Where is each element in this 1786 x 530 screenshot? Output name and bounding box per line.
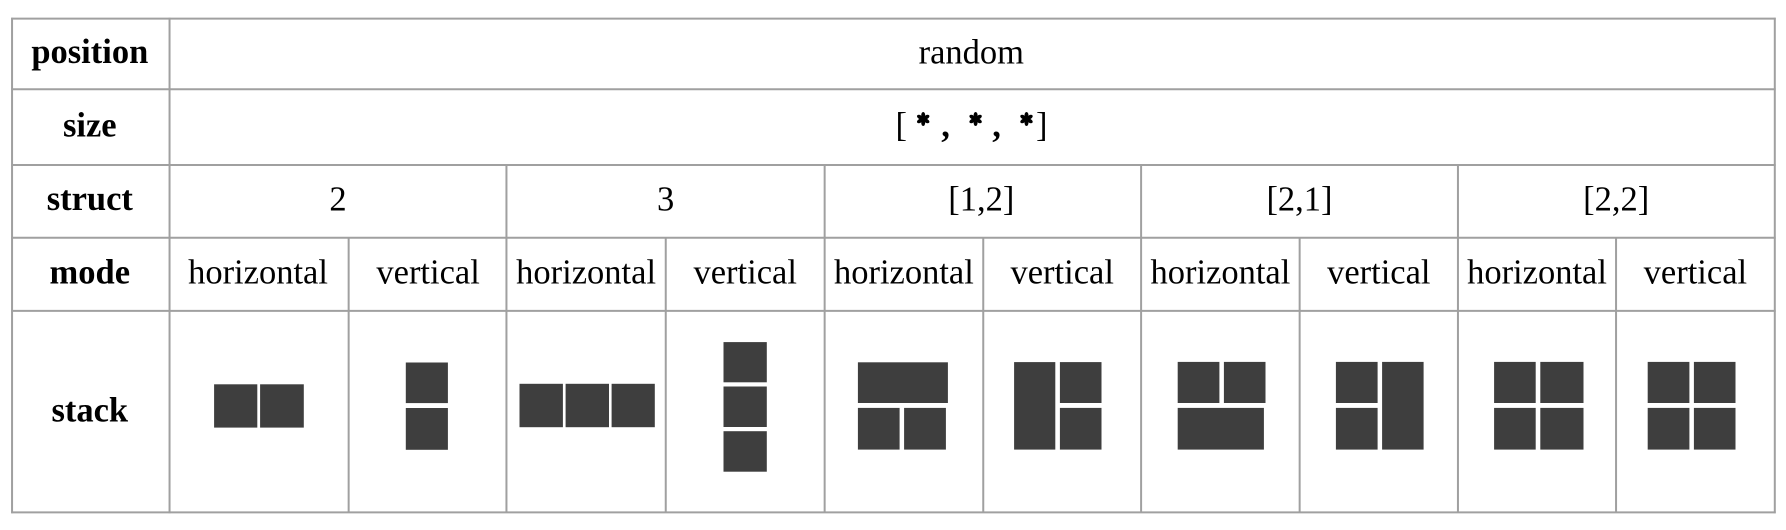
svg-text:[1,2]: [1,2] xyxy=(948,180,1014,218)
svg-text:size: size xyxy=(63,107,117,145)
svg-text:vertical: vertical xyxy=(693,253,796,291)
svg-text:stack: stack xyxy=(51,392,128,430)
svg-text:struct: struct xyxy=(47,180,134,218)
svg-text:horizontal: horizontal xyxy=(1467,253,1607,291)
svg-text:horizontal: horizontal xyxy=(516,253,656,291)
svg-text:3: 3 xyxy=(657,180,674,218)
svg-text:[: [ xyxy=(895,107,907,145)
svg-text:position: position xyxy=(31,33,148,71)
svg-text:horizontal: horizontal xyxy=(834,253,974,291)
svg-text:,: , xyxy=(992,107,1001,145)
svg-text:horizontal: horizontal xyxy=(1150,253,1290,291)
svg-text:[2,2]: [2,2] xyxy=(1583,180,1649,218)
svg-text:horizontal: horizontal xyxy=(188,253,328,291)
svg-text:random: random xyxy=(919,33,1025,71)
svg-text:mode: mode xyxy=(50,254,131,292)
svg-text:[2,1]: [2,1] xyxy=(1266,180,1332,218)
svg-text:vertical: vertical xyxy=(1644,253,1747,291)
svg-text:,: , xyxy=(941,107,950,145)
svg-text:vertical: vertical xyxy=(1327,253,1430,291)
svg-text:]: ] xyxy=(1036,107,1048,145)
svg-text:2: 2 xyxy=(329,180,346,218)
svg-text:vertical: vertical xyxy=(376,253,479,291)
svg-text:vertical: vertical xyxy=(1010,253,1113,291)
